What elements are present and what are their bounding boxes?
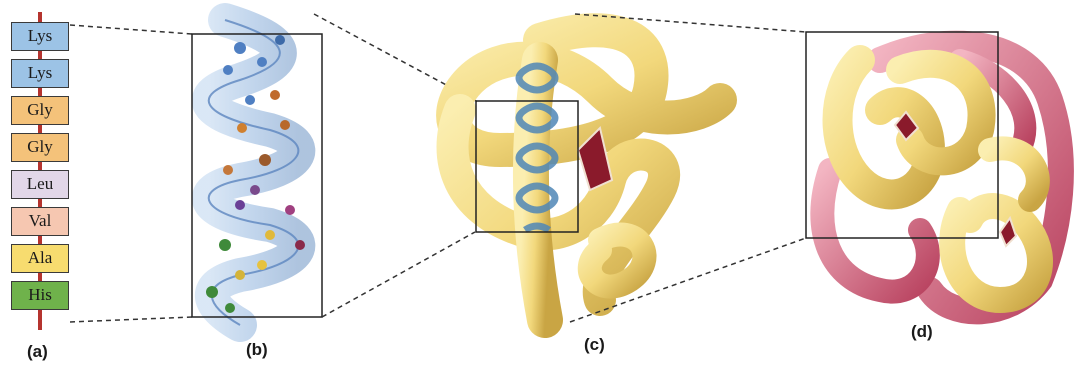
residue-box: Lys bbox=[11, 22, 69, 51]
residue-box: Gly bbox=[11, 133, 69, 162]
panel-label-a: (a) bbox=[27, 342, 48, 362]
quaternary-structure-illustration bbox=[806, 32, 1061, 311]
connector-a-b bbox=[70, 25, 192, 322]
panel-label-b: (b) bbox=[246, 340, 268, 360]
residue-box: Val bbox=[11, 207, 69, 236]
tertiary-structure-illustration bbox=[453, 30, 721, 320]
residue-box: Leu bbox=[11, 170, 69, 199]
alpha-helix-illustration bbox=[192, 20, 322, 325]
residue-box: Gly bbox=[11, 96, 69, 125]
panel-label-d: (d) bbox=[911, 322, 933, 342]
panel-label-c: (c) bbox=[584, 335, 605, 355]
residue-box: Ala bbox=[11, 244, 69, 273]
residue-box: His bbox=[11, 281, 69, 310]
residue-box: Lys bbox=[11, 59, 69, 88]
